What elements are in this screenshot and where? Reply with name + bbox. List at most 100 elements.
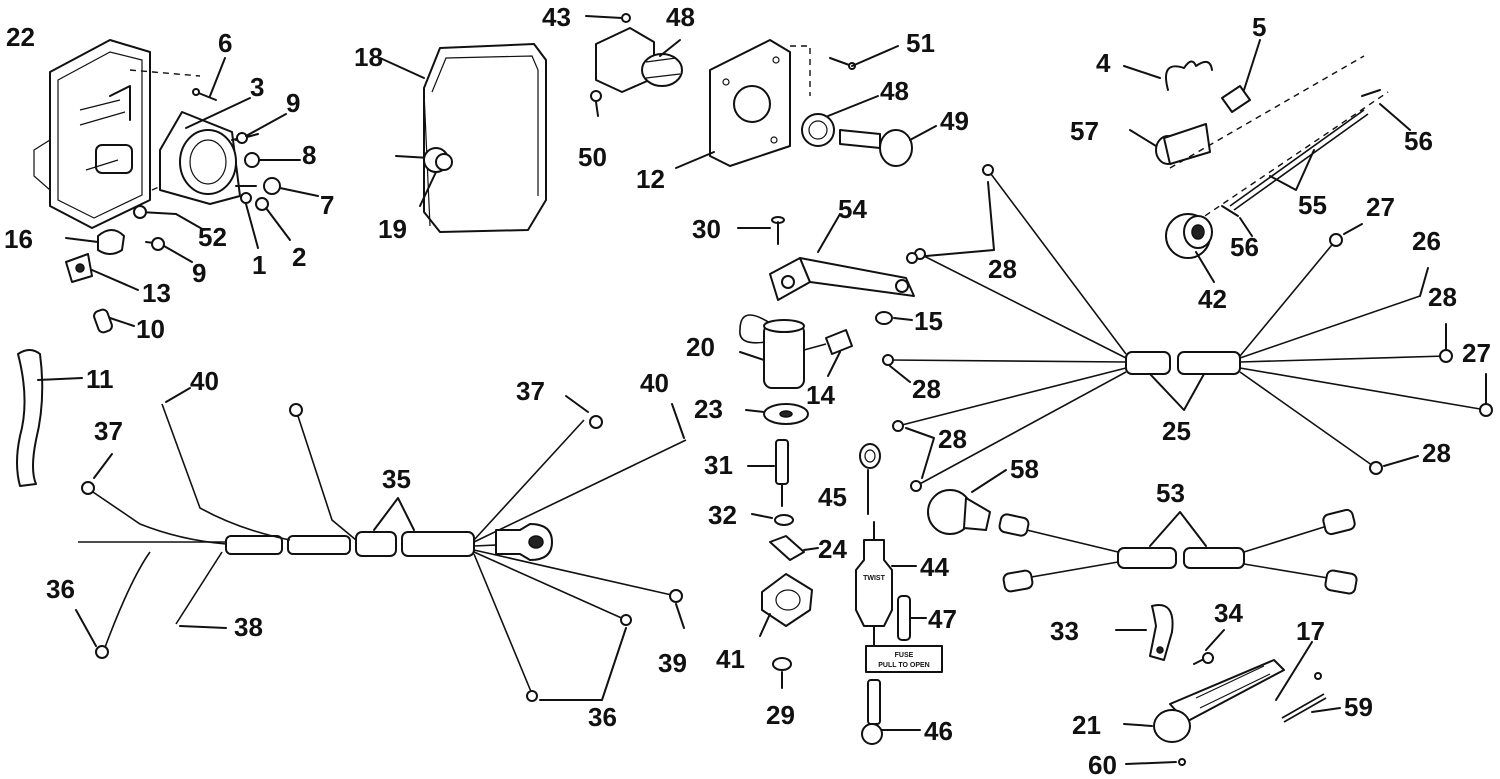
part-41-cap: [759, 573, 813, 637]
callout-14: 14: [806, 380, 835, 410]
callout-18: 18: [354, 42, 383, 72]
callout-20: 20: [686, 332, 715, 362]
callout-19: 19: [378, 214, 407, 244]
callout-3: 3: [250, 72, 264, 102]
part-5-fitting: [1221, 39, 1261, 113]
callout-41: 41: [716, 644, 745, 674]
fuse-tag-line2: PULL TO OPEN: [878, 662, 929, 669]
part-45-lug: [859, 443, 881, 515]
part-33-clip: [1115, 604, 1174, 661]
callout-26: 26: [1412, 226, 1441, 256]
callout-58: 58: [1010, 454, 1039, 484]
part-56-terminals: [1221, 89, 1411, 237]
part-14-lead: [803, 329, 853, 377]
part-52-bolt: [133, 205, 205, 231]
callout-42: 42: [1198, 284, 1227, 314]
callout-10: 10: [136, 314, 165, 344]
callout-15: 15: [914, 306, 943, 336]
part-15-screw: [875, 311, 913, 325]
callout-36: 36: [46, 574, 75, 604]
callout-30: 30: [692, 214, 721, 244]
part-11-hose: [16, 349, 83, 487]
twist-stamp: TWIST: [863, 575, 885, 582]
callout-40b: 40: [640, 368, 669, 398]
hardware-washers-nuts: [231, 113, 319, 249]
callout-28e: 28: [1422, 438, 1451, 468]
part-21-handle: [1123, 659, 1285, 743]
callout-17: 17: [1296, 616, 1325, 646]
part-29-nut: [772, 657, 792, 689]
part-49-key: [839, 125, 937, 167]
callout-39: 39: [658, 648, 687, 678]
callout-25: 25: [1162, 416, 1191, 446]
callout-28a: 28: [988, 254, 1017, 284]
callout-49: 49: [940, 106, 969, 136]
part-48-ignition-switch: [595, 27, 683, 93]
part-46-lug: [861, 679, 921, 745]
part-43-screw: [585, 13, 631, 23]
part-16-clamp: [65, 229, 125, 255]
part-24-clip: [769, 535, 819, 561]
callout-35: 35: [382, 464, 411, 494]
callout-51: 51: [906, 28, 935, 58]
callout-9: 9: [286, 88, 300, 118]
callout-28c: 28: [912, 374, 941, 404]
part-22-housing: [33, 39, 151, 229]
part-57-connector: [1129, 123, 1211, 165]
part-25-harness: [882, 164, 1493, 492]
callout-13: 13: [142, 278, 171, 308]
callout-40: 40: [190, 366, 219, 396]
part-10-sleeve: [93, 308, 135, 334]
callout-6: 6: [218, 28, 232, 58]
callout-8: 8: [302, 140, 316, 170]
callout-9b: 9: [192, 258, 206, 288]
part-4-spring: [1123, 60, 1213, 91]
callout-28d: 28: [938, 424, 967, 454]
callout-1: 1: [252, 250, 266, 280]
callout-44: 44: [920, 552, 949, 582]
part-54-bracket: [769, 213, 918, 301]
callout-50: 50: [578, 142, 607, 172]
part-60-ball: [1125, 758, 1186, 766]
callout-56: 56: [1404, 126, 1433, 156]
callout-27: 27: [1366, 192, 1395, 222]
part-44-fuse-holder: TWIST: [855, 521, 917, 647]
callout-21: 21: [1072, 710, 1101, 740]
part-35-main-harness: [75, 387, 687, 702]
part-9-screw-lower: [145, 237, 193, 263]
callout-55: 55: [1298, 190, 1327, 220]
callout-45: 45: [818, 482, 847, 512]
callout-57: 57: [1070, 116, 1099, 146]
callout-32: 32: [708, 500, 737, 530]
callout-52: 52: [198, 222, 227, 252]
callout-31: 31: [704, 450, 733, 480]
part-42-grommet: [1165, 213, 1215, 283]
part-13-clip: [65, 253, 139, 291]
callout-47: 47: [928, 604, 957, 634]
callout-36b: 36: [588, 702, 617, 732]
callout-46: 46: [924, 716, 953, 746]
part-30-screw: [737, 216, 785, 245]
part-3-solenoid: [159, 97, 259, 205]
callout-53: 53: [1156, 478, 1185, 508]
part-20-condenser: [739, 314, 805, 389]
part-12-plate: [675, 39, 791, 169]
part-19-knob: [395, 147, 453, 207]
part-23-washer: [745, 403, 809, 425]
callout-54: 54: [838, 194, 867, 224]
part-51-screw: [829, 45, 899, 70]
callout-labels: 22 6 3 9 8 7 2 1 52 16 9 13 10 18 19 43 …: [4, 2, 1491, 779]
callout-33: 33: [1050, 616, 1079, 646]
callout-12: 12: [636, 164, 665, 194]
callout-16: 16: [4, 224, 33, 254]
part-17-pin: [1275, 641, 1322, 701]
fuse-tag-line1: FUSE: [895, 652, 914, 659]
part-48-nut: [801, 95, 879, 147]
callout-34: 34: [1214, 598, 1243, 628]
callout-11: 11: [86, 364, 114, 394]
callout-7: 7: [320, 190, 334, 220]
part-58-boot: [927, 469, 1007, 535]
part-53-battery-cables: [998, 508, 1358, 595]
